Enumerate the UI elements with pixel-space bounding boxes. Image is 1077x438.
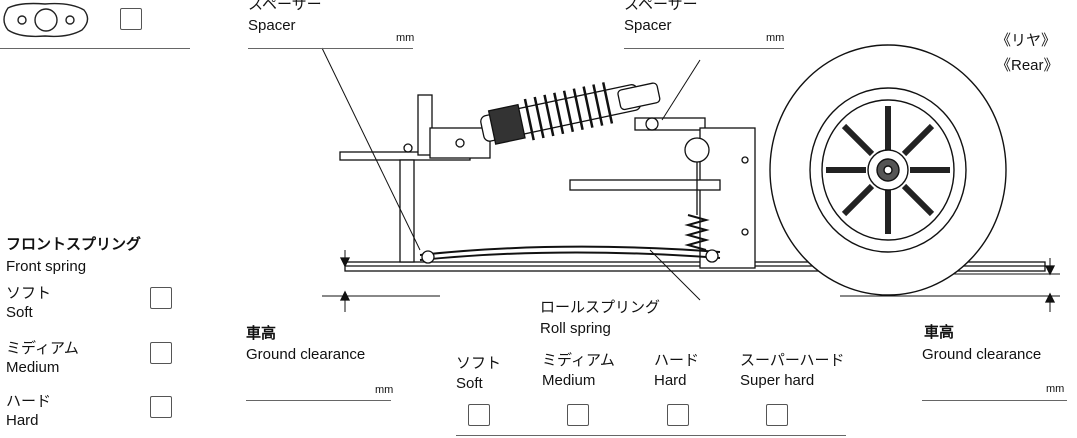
front-spring-soft-en: Soft (6, 304, 33, 321)
roll-spring-hard-en: Hard (654, 372, 687, 389)
roll-spring-title-en: Roll spring (540, 320, 611, 337)
roll-spring-medium-en: Medium (542, 372, 596, 389)
spacer-front-jp: スペーサー (248, 0, 322, 13)
ground-clearance-front-input-line[interactable] (246, 400, 391, 401)
front-spring-hard-checkbox[interactable] (150, 396, 172, 418)
front-spring-soft-checkbox[interactable] (150, 287, 172, 309)
front-spring-medium-en: Medium (6, 359, 60, 376)
front-spring-hard-en: Hard (6, 412, 39, 429)
ground-clearance-rear-input-line[interactable] (922, 400, 1067, 401)
roll-spring-soft-checkbox[interactable] (468, 404, 490, 426)
roll-spring-title-jp: ロールスプリング (540, 299, 661, 316)
mount-checkbox[interactable] (120, 8, 142, 30)
spacer-front-en: Spacer (248, 17, 296, 34)
roll-spring-hard-jp: ハード (654, 352, 700, 369)
ground-clearance-rear-unit: mm (1046, 383, 1065, 395)
roll-spring-superhard-en: Super hard (740, 372, 815, 389)
rear-label-jp: 《リヤ》 (996, 32, 1057, 49)
roll-spring-rule (456, 435, 846, 436)
spacer-rear-unit: mm (766, 32, 785, 44)
front-spring-hard-jp: ハード (6, 393, 52, 410)
rear-wheel (769, 44, 1007, 296)
spacer-rear-jp: スペーサー (624, 0, 698, 13)
front-spring-soft-jp: ソフト (6, 285, 52, 302)
spacer-rear-en: Spacer (624, 17, 672, 34)
rear-label-en: 《Rear》 (996, 57, 1059, 74)
front-spring-title-jp: フロントスプリング (6, 236, 142, 253)
roll-spring-superhard-checkbox[interactable] (766, 404, 788, 426)
ground-clearance-front-en: Ground clearance (246, 346, 366, 363)
front-spring-title-en: Front spring (6, 258, 87, 275)
roll-spring-soft-jp: ソフト (456, 355, 502, 372)
ground-clearance-front-unit: mm (375, 384, 394, 396)
ground-clearance-rear-jp: 車高 (924, 324, 955, 341)
mount-rule (0, 48, 190, 49)
chassis-assembly (321, 47, 1060, 312)
spacer-front-unit: mm (396, 32, 415, 44)
roll-spring-medium-checkbox[interactable] (567, 404, 589, 426)
front-spring-medium-jp: ミディアム (6, 340, 79, 357)
roll-spring-superhard-jp: スーパーハード (740, 352, 845, 369)
roll-spring-soft-en: Soft (456, 375, 483, 392)
roll-spring-medium-jp: ミディアム (542, 352, 615, 369)
ground-clearance-rear-en: Ground clearance (922, 346, 1042, 363)
mount-part-icon (3, 2, 89, 38)
ground-clearance-front-jp: 車高 (246, 325, 277, 342)
spacer-front-input-line[interactable] (248, 48, 413, 49)
roll-spring-hard-checkbox[interactable] (667, 404, 689, 426)
front-spring-medium-checkbox[interactable] (150, 342, 172, 364)
spacer-rear-input-line[interactable] (624, 48, 784, 49)
